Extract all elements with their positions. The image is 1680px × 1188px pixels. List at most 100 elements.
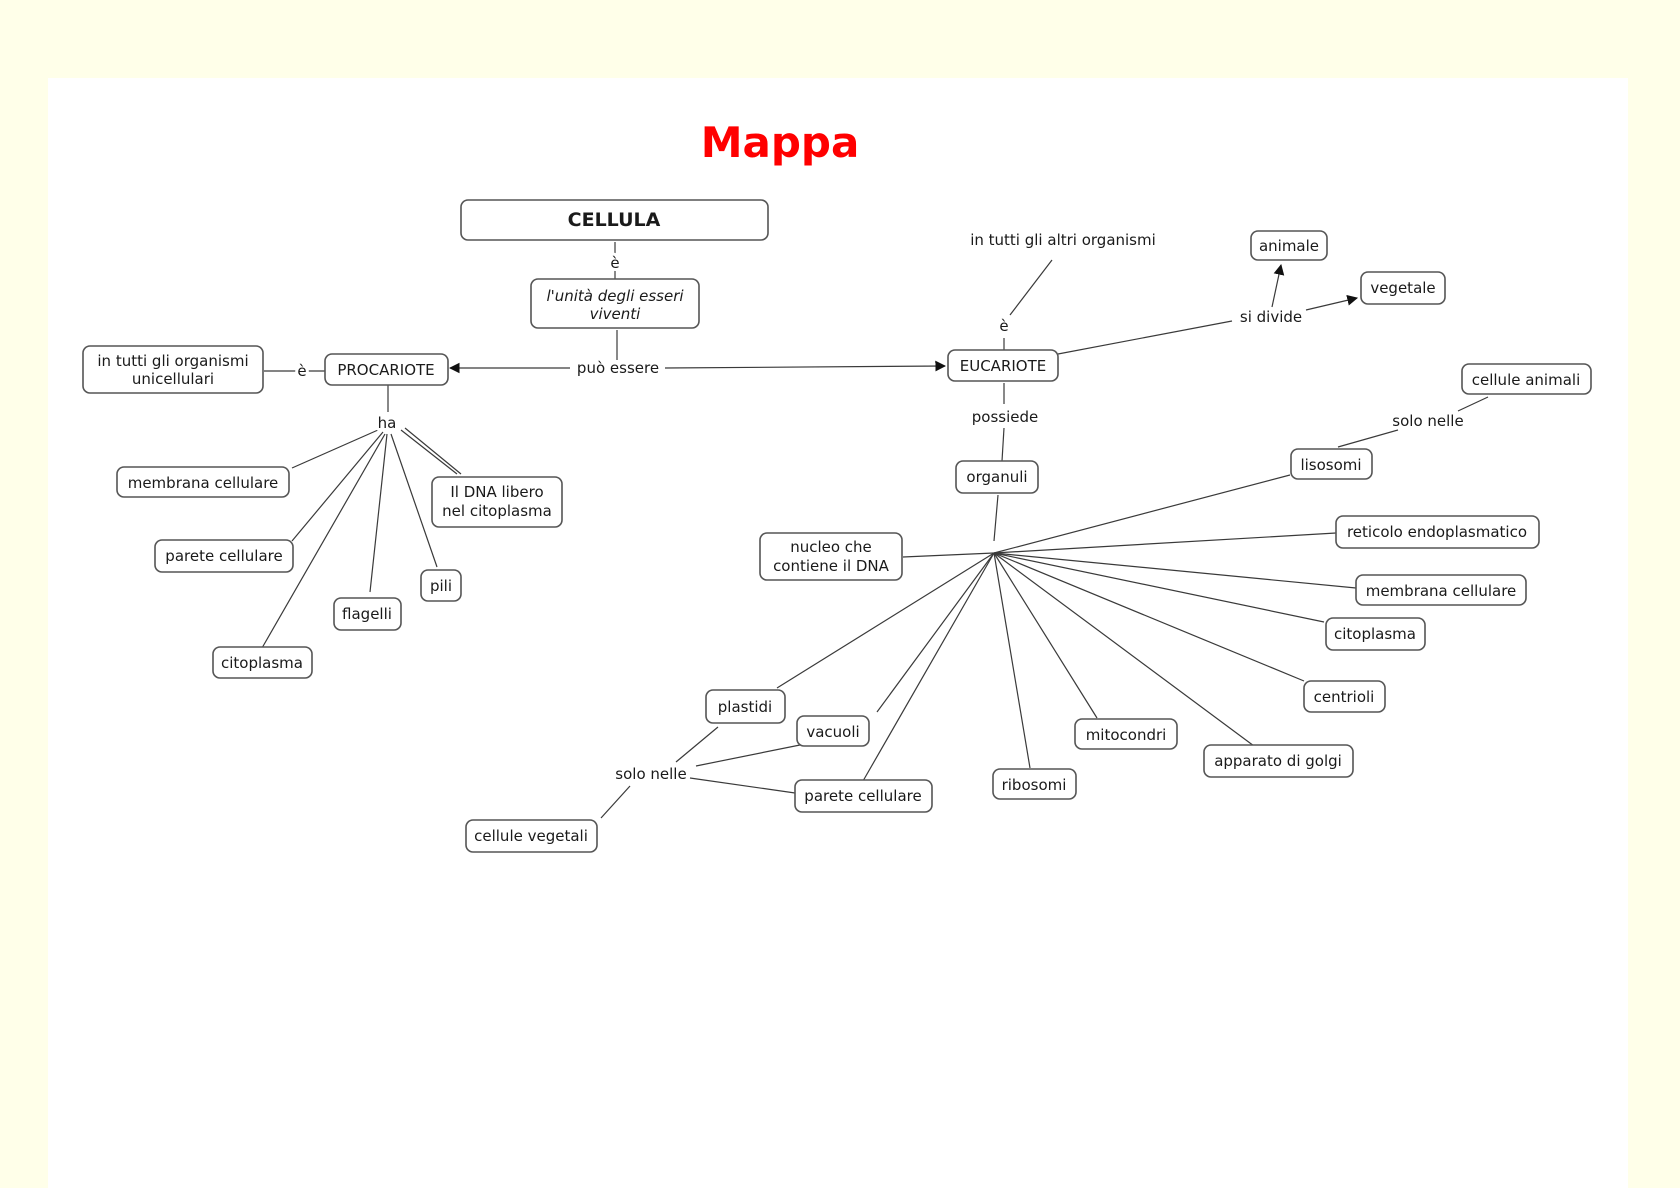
svg-text:l'unità degli esseri: l'unità degli esseri xyxy=(546,287,684,305)
edge xyxy=(993,552,1357,589)
edge-label-e: è xyxy=(610,254,619,272)
svg-text:membrana cellulare: membrana cellulare xyxy=(1366,582,1517,600)
node-organismi-unicellulari: in tutti gli organismi unicellulari xyxy=(82,345,264,394)
edge xyxy=(675,726,719,763)
edge-label-puo-essere: può essere xyxy=(577,359,659,377)
svg-text:in tutti gli organismi: in tutti gli organismi xyxy=(97,352,248,370)
edge xyxy=(1057,320,1233,355)
edge xyxy=(695,744,801,767)
svg-text:Il DNA libero: Il DNA libero xyxy=(450,483,543,501)
svg-text:vacuoli: vacuoli xyxy=(806,723,859,741)
node-citoplasma: citoplasma xyxy=(212,646,313,679)
node-parete-cellulare: parete cellulare xyxy=(794,779,933,813)
edge xyxy=(1001,427,1005,462)
node-plastidi: plastidi xyxy=(705,689,786,724)
edge xyxy=(390,433,438,568)
svg-text:pili: pili xyxy=(430,577,452,595)
svg-text:animale: animale xyxy=(1259,237,1319,255)
edge-label-si-divide: si divide xyxy=(1240,308,1302,326)
edge xyxy=(369,433,388,593)
edge xyxy=(993,474,1291,554)
svg-text:vegetale: vegetale xyxy=(1370,279,1435,297)
node-ribosomi: ribosomi xyxy=(992,768,1077,800)
svg-text:nucleo che: nucleo che xyxy=(790,538,872,556)
edge xyxy=(876,552,995,713)
edge-label-solo-nelle: solo nelle xyxy=(615,765,686,783)
svg-text:parete cellulare: parete cellulare xyxy=(804,787,921,805)
svg-text:EUCARIOTE: EUCARIOTE xyxy=(960,357,1046,375)
node-vegetale: vegetale xyxy=(1360,271,1446,305)
edge xyxy=(993,552,1325,623)
edge xyxy=(689,777,796,794)
edge-label-ha: ha xyxy=(378,414,397,432)
edge xyxy=(993,494,999,542)
edge xyxy=(776,552,995,689)
edge xyxy=(291,431,384,542)
edge xyxy=(993,532,1337,554)
edge-labels: è può essere è ha è in tutti gli altri o… xyxy=(294,228,1466,786)
edge xyxy=(404,427,462,475)
node-vacuoli: vacuoli xyxy=(796,715,870,747)
node-animale: animale xyxy=(1250,230,1328,261)
edge xyxy=(291,429,379,469)
edge-label-solo-nelle: solo nelle xyxy=(1392,412,1463,430)
svg-text:parete cellulare: parete cellulare xyxy=(165,547,282,565)
edge xyxy=(993,552,1098,719)
svg-text:centrioli: centrioli xyxy=(1314,688,1375,706)
svg-text:cellule animali: cellule animali xyxy=(1472,371,1581,389)
edge xyxy=(862,552,995,782)
svg-text:unicellulari: unicellulari xyxy=(132,370,214,388)
svg-text:mitocondri: mitocondri xyxy=(1086,726,1167,744)
edge xyxy=(600,785,631,819)
edge xyxy=(664,360,947,372)
node-membrana-cellulare: membrana cellulare xyxy=(116,466,290,498)
svg-text:ribosomi: ribosomi xyxy=(1002,776,1067,794)
svg-text:citoplasma: citoplasma xyxy=(221,654,303,672)
svg-text:contiene il DNA: contiene il DNA xyxy=(773,557,890,575)
edge-label-altri-organismi: in tutti gli altri organismi xyxy=(970,231,1156,249)
edge xyxy=(1271,263,1285,308)
node-reticolo-endoplasmatico: reticolo endoplasmatico xyxy=(1335,515,1540,549)
node-cellule-vegetali: cellule vegetali xyxy=(465,819,598,853)
svg-text:plastidi: plastidi xyxy=(718,698,772,716)
node-dna-libero: Il DNA libero nel citoplasma xyxy=(431,476,563,528)
edge xyxy=(1009,259,1053,316)
svg-text:reticolo endoplasmatico: reticolo endoplasmatico xyxy=(1347,523,1527,541)
node-eucariote: EUCARIOTE xyxy=(947,349,1059,382)
node-procariote: PROCARIOTE xyxy=(324,353,449,386)
node-flagelli: flagelli xyxy=(333,597,402,631)
edges xyxy=(261,242,1489,819)
svg-text:viventi: viventi xyxy=(590,305,642,323)
node-centrioli: centrioli xyxy=(1303,680,1386,713)
edge xyxy=(1305,294,1359,311)
edge xyxy=(1337,429,1399,448)
edge-label-e: è xyxy=(297,362,306,380)
edge xyxy=(400,429,458,475)
svg-text:citoplasma: citoplasma xyxy=(1334,625,1416,643)
node-citoplasma: citoplasma xyxy=(1325,617,1426,651)
edge xyxy=(261,433,386,649)
edge xyxy=(993,552,1305,682)
node-pili: pili xyxy=(420,569,462,602)
svg-text:PROCARIOTE: PROCARIOTE xyxy=(337,361,434,379)
svg-text:membrana cellulare: membrana cellulare xyxy=(128,474,279,492)
node-mitocondri: mitocondri xyxy=(1074,718,1178,750)
svg-text:organuli: organuli xyxy=(966,468,1027,486)
svg-text:lisosomi: lisosomi xyxy=(1300,456,1361,474)
svg-text:flagelli: flagelli xyxy=(342,605,392,623)
node-lisosomi: lisosomi xyxy=(1290,448,1373,480)
page-title: Mappa xyxy=(700,118,860,167)
node-apparato-di-golgi: apparato di golgi xyxy=(1203,744,1354,778)
svg-text:cellule vegetali: cellule vegetali xyxy=(474,827,588,845)
nodes: CELLULA l'unità degli esseri viventi PRO… xyxy=(82,199,1592,853)
edge-label-e: è xyxy=(999,317,1008,335)
node-cellule-animali: cellule animali xyxy=(1461,363,1592,395)
edge xyxy=(993,552,1255,747)
svg-text:nel citoplasma: nel citoplasma xyxy=(442,502,552,520)
node-cellula: CELLULA xyxy=(460,199,769,241)
edge xyxy=(993,552,1031,769)
node-unita-esseri-viventi: l'unità degli esseri viventi xyxy=(530,278,700,329)
node-parete-cellulare: parete cellulare xyxy=(154,539,294,573)
node-nucleo: nucleo che contiene il DNA xyxy=(759,532,903,581)
